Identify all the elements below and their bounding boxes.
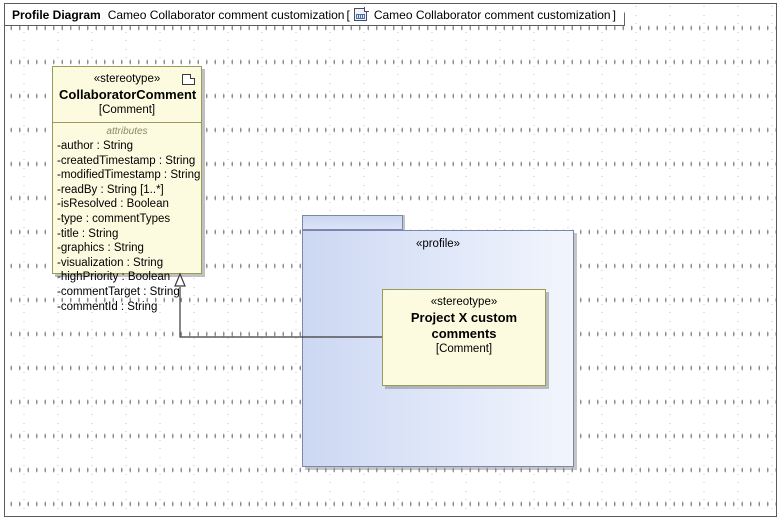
diagram-canvas[interactable]: «profile» «stereotype» Project X custom … (5, 4, 776, 516)
attributes-compartment: attributes -author : String -createdTime… (53, 123, 201, 318)
diagram-name-label: Cameo Collaborator comment customization (107, 7, 345, 22)
attribute-row[interactable]: -highPriority : Boolean (57, 271, 171, 284)
metaclass-label: [Comment] (435, 343, 493, 355)
stereotype-label: «stereotype» (430, 296, 498, 308)
package-tab (302, 215, 403, 230)
diagram-frame: «profile» «stereotype» Project X custom … (4, 3, 777, 517)
note-icon (182, 74, 195, 85)
node-header: «stereotype» Project X custom comments [… (383, 290, 545, 361)
attribute-row[interactable]: -readBy : String [1..*] (57, 183, 164, 196)
open-bracket: [ (346, 7, 350, 22)
diagram-kind-label: Profile Diagram (12, 7, 101, 22)
compartment-title: attributes (106, 126, 148, 137)
node-header: «stereotype» CollaboratorComment [Commen… (53, 67, 201, 122)
attribute-row[interactable]: -visualization : String (57, 256, 164, 269)
profile-diagram-icon (354, 7, 369, 22)
metaclass-label: [Comment] (98, 104, 156, 116)
attribute-row[interactable]: -commentId : String (57, 300, 158, 313)
close-bracket: ] (612, 7, 616, 22)
diagram-context-label: Cameo Collaborator comment customization (373, 7, 611, 22)
attribute-row[interactable]: -title : String (57, 227, 119, 240)
compartment-divider (53, 122, 201, 123)
node-name: CollaboratorComment (59, 87, 197, 102)
node-name: Project X custom comments (410, 310, 518, 341)
attribute-row[interactable]: -graphics : String (57, 242, 144, 255)
attribute-row[interactable]: -author : String (57, 140, 134, 152)
attribute-row[interactable]: -commentTarget : String (57, 285, 180, 298)
attribute-row[interactable]: -createdTimestamp : String (57, 154, 196, 167)
attribute-row[interactable]: -type : commentTypes (57, 212, 171, 225)
package-stereotype-label: «profile» (415, 238, 461, 250)
diagram-header[interactable]: Profile Diagram Cameo Collaborator comme… (5, 4, 625, 26)
attribute-row[interactable]: -isResolved : Boolean (57, 198, 169, 211)
node-collaborator-comment[interactable]: «stereotype» CollaboratorComment [Commen… (52, 66, 202, 313)
node-project-x-custom-comments[interactable]: «stereotype» Project X custom comments [… (382, 289, 546, 386)
stereotype-label: «stereotype» (93, 73, 161, 85)
attribute-row[interactable]: -modifiedTimestamp : String (57, 169, 201, 182)
